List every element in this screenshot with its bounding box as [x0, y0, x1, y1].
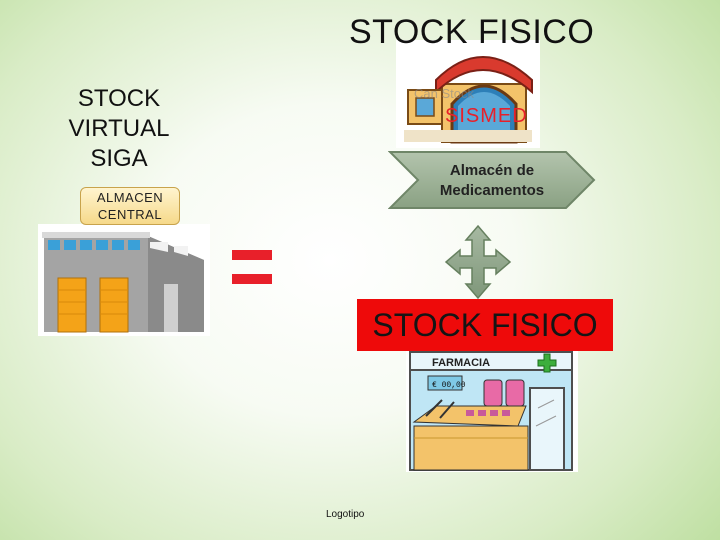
- four-way-arrow-icon: [444, 224, 512, 300]
- store-illustration: Can Stock: [396, 40, 540, 148]
- stock-virtual-line-1: STOCK: [77, 85, 161, 112]
- almacen-med-line-2: Medicamentos: [439, 182, 545, 199]
- pharmacy-illustration: FARMACIA € 00,00: [406, 350, 578, 472]
- almacen-medicamentos-label: Almacén de Medicamentos: [418, 161, 566, 201]
- sismed-label: SISMED: [445, 105, 528, 127]
- warehouse-illustration: [38, 224, 210, 336]
- stock-fisico-banner: STOCK FISICO: [357, 299, 613, 351]
- watermark-text: Can Stock: [414, 86, 474, 101]
- farmacia-sign: FARMACIA: [432, 357, 490, 369]
- stock-virtual-line-3: SIGA: [90, 145, 148, 172]
- almacen-central-label: ALMACEN CENTRAL: [80, 187, 180, 225]
- equals-sign: [232, 248, 272, 288]
- stock-virtual-siga-label: STOCK VIRTUAL SIGA: [64, 84, 174, 174]
- equals-bar-top: [232, 250, 272, 260]
- price-display: € 00,00: [432, 381, 466, 390]
- stock-fisico-title: STOCK FISICO: [349, 13, 595, 51]
- logotipo-label: Logotipo: [326, 509, 365, 520]
- equals-bar-bottom: [232, 274, 272, 284]
- almacen-med-line-1: Almacén de: [449, 162, 535, 179]
- almacen-medicamentos-chevron: [388, 151, 596, 209]
- stock-virtual-line-2: VIRTUAL: [68, 115, 170, 142]
